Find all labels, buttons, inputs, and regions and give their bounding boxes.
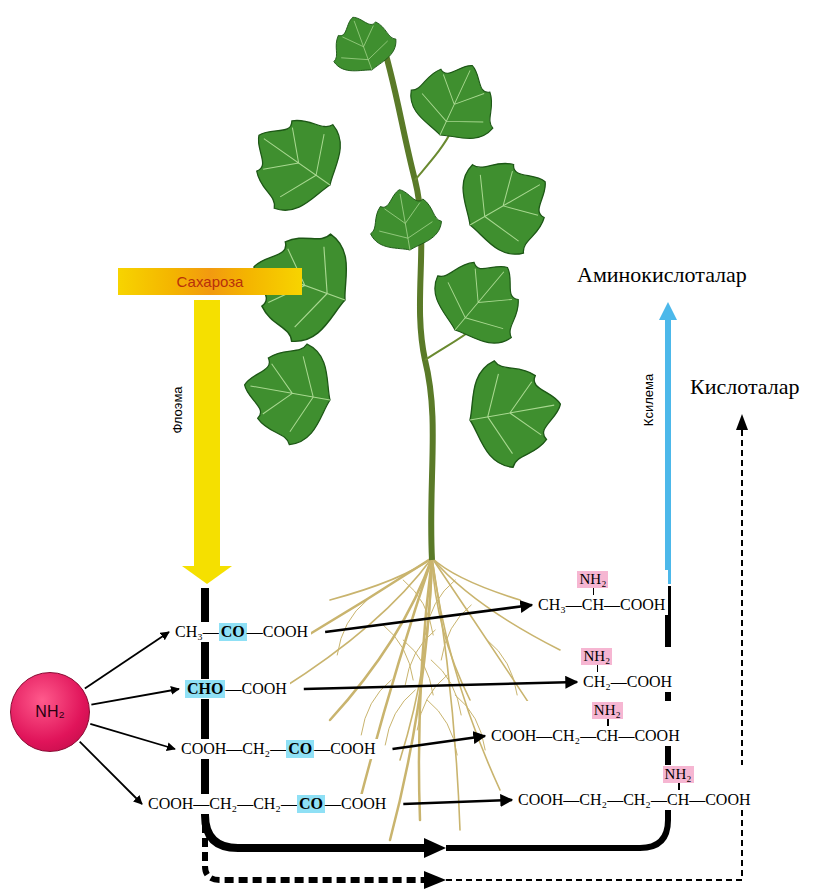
amino-acid-formula: NH₂ COOH—CH₂—CH₂—CH—COOH xyxy=(515,765,754,810)
formula-part: COOH—CH₂— xyxy=(181,740,286,758)
amino-acid-formula: NH₂ CH₃—CH—COOH xyxy=(535,570,668,615)
reaction-arrow xyxy=(325,605,532,632)
formula-part: CO xyxy=(286,740,314,758)
amino-acid-formula: NH₂ COOH—CH₂—CH—COOH xyxy=(488,701,683,746)
phloem-label: Флоэма xyxy=(170,386,185,433)
formula-part: —COOH xyxy=(611,673,672,691)
xylem-arrow xyxy=(665,318,671,584)
formula-part: —COOH xyxy=(325,795,386,813)
formula-part: —COOH xyxy=(247,623,308,641)
node-text: Сахароза xyxy=(177,273,244,290)
output-label: Кислоталар xyxy=(688,374,801,400)
dashed-flow xyxy=(446,428,742,880)
amino-group: NH₂ xyxy=(592,702,623,719)
keto-acid-formula: COOH—CH₂—CH₂—CO—COOH xyxy=(145,794,389,814)
formula-part: —COOH xyxy=(314,740,375,758)
formula-part: CH xyxy=(596,727,618,745)
amino-group: NH₂ xyxy=(577,571,608,588)
xylem-label: Ксилема xyxy=(641,374,656,426)
reaction-arrow xyxy=(80,742,142,804)
reaction-arrow xyxy=(304,682,577,689)
keto-acid-formula: CHO—COOH xyxy=(182,679,290,699)
substance-banner: Сахароза xyxy=(118,268,302,295)
formula-part: COOH—CH₂—CH₂— xyxy=(148,795,297,813)
formula-part: —COOH xyxy=(689,791,750,809)
amino-group: NH₂ xyxy=(581,648,612,665)
formula-part: CH xyxy=(582,596,604,614)
formula-part: COOH—CH₂—CH₂— xyxy=(518,791,667,809)
reaction-arrow xyxy=(392,736,485,749)
reaction-arrow xyxy=(91,689,179,705)
formula-part: CH xyxy=(667,791,689,809)
formula-part: CH₂ xyxy=(583,673,611,691)
node-text: NH₂ xyxy=(35,703,64,721)
amino-acid-formula: NH₂ CH₂—COOH xyxy=(580,647,675,692)
phloem-arrow xyxy=(194,300,220,568)
output-label: Аминокислоталар xyxy=(575,262,749,288)
reaction-arrow xyxy=(403,800,512,804)
formula-part: COOH—CH₂— xyxy=(491,727,596,745)
formula-part: CO xyxy=(219,623,247,641)
amino-group: NH₂ xyxy=(663,766,694,783)
formula-part: —COOH xyxy=(225,680,286,698)
formula-part: —COOH xyxy=(604,596,665,614)
keto-acid-formula: COOH—CH₂—CO—COOH xyxy=(178,739,378,759)
formula-part: CO xyxy=(297,795,325,813)
amino-group-circle: NH₂ xyxy=(10,672,90,752)
formula-part: CHO xyxy=(185,680,225,698)
reaction-arrow xyxy=(90,724,175,749)
formula-part: CH₃— xyxy=(175,623,219,641)
keto-acid-formula: CH₃—CO—COOH xyxy=(172,622,311,642)
formula-part: CH₃— xyxy=(538,596,582,614)
formula-part: —COOH xyxy=(618,727,679,745)
dashed-flow xyxy=(205,824,425,880)
reaction-arrow xyxy=(85,632,169,689)
